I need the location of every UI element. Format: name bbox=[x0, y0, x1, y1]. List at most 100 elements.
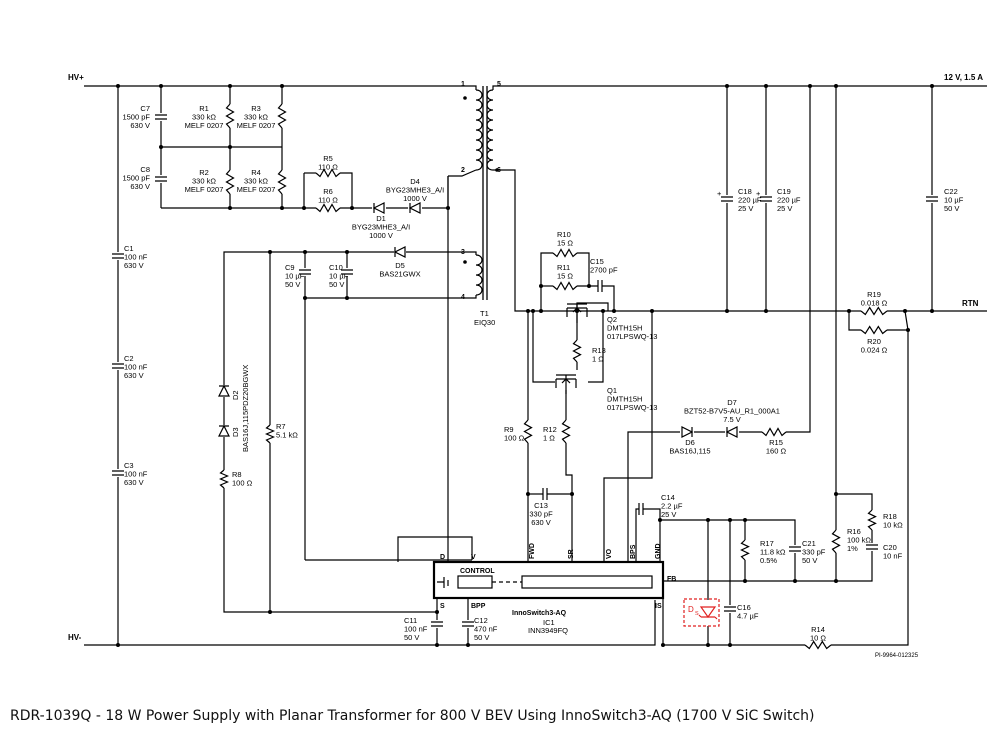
label-line: BAS16J,115 bbox=[669, 447, 710, 456]
label-line: 0.024 Ω bbox=[861, 346, 888, 355]
wire bbox=[635, 508, 639, 562]
label-line: 630 V bbox=[531, 518, 551, 527]
diode-d4 bbox=[408, 202, 421, 214]
wire-hv-minus bbox=[84, 600, 656, 646]
label-line: R5 bbox=[323, 154, 333, 163]
ds-label: D bbox=[688, 605, 694, 614]
wire bbox=[577, 252, 590, 286]
label-line: 25 V bbox=[777, 204, 792, 213]
junction-dot bbox=[612, 309, 616, 313]
label-line: 0.018 Ω bbox=[861, 299, 888, 308]
tx-pin-1: 1 bbox=[461, 81, 465, 88]
label-line: C22 bbox=[944, 187, 958, 196]
wire bbox=[831, 330, 909, 646]
junction-dot bbox=[303, 250, 307, 254]
resistor-r13 bbox=[572, 339, 582, 363]
figure-caption: RDR-1039Q - 18 W Power Supply with Plana… bbox=[10, 708, 815, 724]
label-line: R10 bbox=[557, 230, 571, 239]
wire bbox=[397, 536, 473, 562]
label-line: 10 µF bbox=[285, 272, 305, 281]
label-line: 1500 pF bbox=[122, 174, 150, 183]
net-hv-minus: HV- bbox=[68, 633, 82, 642]
junction-dot bbox=[116, 643, 120, 647]
wire bbox=[448, 169, 477, 177]
label-line: BYG23MHE3_A/I bbox=[386, 186, 444, 195]
junction-dots bbox=[116, 84, 934, 647]
capacitor-c9 bbox=[299, 269, 311, 275]
junction-dot bbox=[743, 518, 747, 522]
label-line: MELF 0207 bbox=[237, 185, 276, 194]
label-line: 11.8 kΩ bbox=[760, 548, 786, 557]
label-line: Q2 bbox=[607, 315, 617, 324]
label-line: R9 bbox=[504, 425, 514, 434]
junction-dot bbox=[466, 643, 470, 647]
capacitor-c20 bbox=[866, 544, 878, 550]
label-line: 15 Ω bbox=[557, 239, 573, 248]
junction-dot bbox=[930, 309, 934, 313]
ic-pin-bpp: BPP bbox=[471, 603, 486, 610]
ic-pin-fwd: FWD bbox=[529, 543, 536, 559]
capacitor-c14 bbox=[638, 503, 644, 515]
ic-pin-fb: FB bbox=[667, 576, 676, 583]
capacitor-c19 bbox=[760, 196, 772, 202]
label-line: C9 bbox=[285, 263, 295, 272]
junction-dot bbox=[570, 492, 574, 496]
junction-dot bbox=[228, 145, 232, 149]
capacitor-c10 bbox=[341, 269, 353, 275]
resistor-r11 bbox=[552, 281, 578, 291]
label-line: 50 V bbox=[944, 204, 959, 213]
resistor-r6 bbox=[315, 203, 341, 213]
resistor-r10 bbox=[552, 248, 578, 258]
capacitor-c16 bbox=[724, 606, 736, 612]
wire bbox=[660, 519, 796, 545]
label-d2d3-part: BAS16J,115PDZ20BGWX bbox=[241, 365, 250, 452]
resistor-r14 bbox=[804, 640, 832, 650]
junction-dot bbox=[601, 309, 605, 313]
label-line: R3 bbox=[251, 104, 261, 113]
label-line: C20 bbox=[883, 543, 897, 552]
junction-dot bbox=[728, 518, 732, 522]
diode-d3 bbox=[218, 424, 230, 437]
label-line: D5 bbox=[395, 261, 405, 270]
junction-dot bbox=[743, 579, 747, 583]
junction-dot bbox=[728, 643, 732, 647]
capacitor-c8 bbox=[155, 176, 167, 182]
tx-pin-2: 2 bbox=[461, 167, 465, 174]
label-line: DMTH15H bbox=[607, 395, 642, 404]
junction-dot bbox=[526, 309, 530, 313]
junction-dot bbox=[345, 296, 349, 300]
junction-dot bbox=[587, 284, 591, 288]
net-output: 12 V, 1.5 A bbox=[944, 73, 983, 82]
wire bbox=[304, 295, 477, 560]
label-line: BAS21GWX bbox=[379, 270, 420, 279]
tx-pin-4: 4 bbox=[461, 294, 465, 301]
label-line: 330 pF bbox=[529, 510, 553, 519]
junction-dot bbox=[834, 579, 838, 583]
label-line: 220 µF bbox=[777, 196, 801, 205]
junction-dot bbox=[847, 309, 851, 313]
junction-dot bbox=[834, 492, 838, 496]
label-line: R17 bbox=[760, 539, 774, 548]
label-line: 100 nF bbox=[124, 253, 148, 262]
resistor-r2 bbox=[225, 169, 235, 195]
junction-dot bbox=[526, 492, 530, 496]
junction-dot bbox=[930, 84, 934, 88]
label-line: C3 bbox=[124, 461, 134, 470]
label-line: MELF 0207 bbox=[185, 121, 224, 130]
